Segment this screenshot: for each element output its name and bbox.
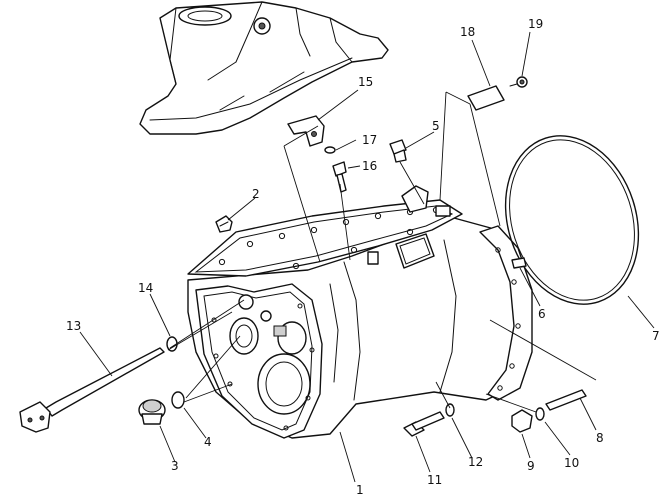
callout-labels: 1 2 3 4 5 6 7 8 9 10 11 12 13 14 15 16 1… [66,17,660,494]
bolt [332,161,347,193]
callout-15: 15 [358,75,373,89]
callout-5: 5 [432,119,440,133]
washer [535,407,545,421]
callout-4: 4 [204,435,212,449]
callout-17: 17 [362,133,377,147]
stud [545,389,587,411]
breather-plug [389,139,407,163]
callout-11: 11 [427,473,442,487]
dipstick [19,347,165,433]
callout-6: 6 [538,307,546,321]
o-ring [166,336,178,352]
callout-10: 10 [564,456,579,470]
callout-2: 2 [252,187,260,201]
large-o-ring [504,135,640,305]
callout-16: 16 [362,159,377,173]
cover-plate [467,85,505,111]
upper-cover [139,1,389,135]
callout-7: 7 [652,329,660,343]
transmission-case [187,185,533,439]
washer [445,403,455,417]
drain-plug [138,399,166,425]
callout-12: 12 [468,455,483,469]
washer [324,146,336,154]
bracket [287,115,325,147]
callout-13: 13 [66,319,81,333]
screw [509,76,528,88]
callout-8: 8 [596,431,604,445]
callout-14: 14 [138,281,153,295]
o-ring [171,391,185,409]
callout-9: 9 [527,459,535,473]
callout-3: 3 [171,459,179,473]
dowel-pin [511,257,527,269]
nut [511,409,533,433]
callout-1: 1 [356,483,364,494]
callout-19: 19 [528,17,543,31]
bolt [403,411,445,437]
leader-lines [79,31,655,483]
callout-18: 18 [460,25,475,39]
